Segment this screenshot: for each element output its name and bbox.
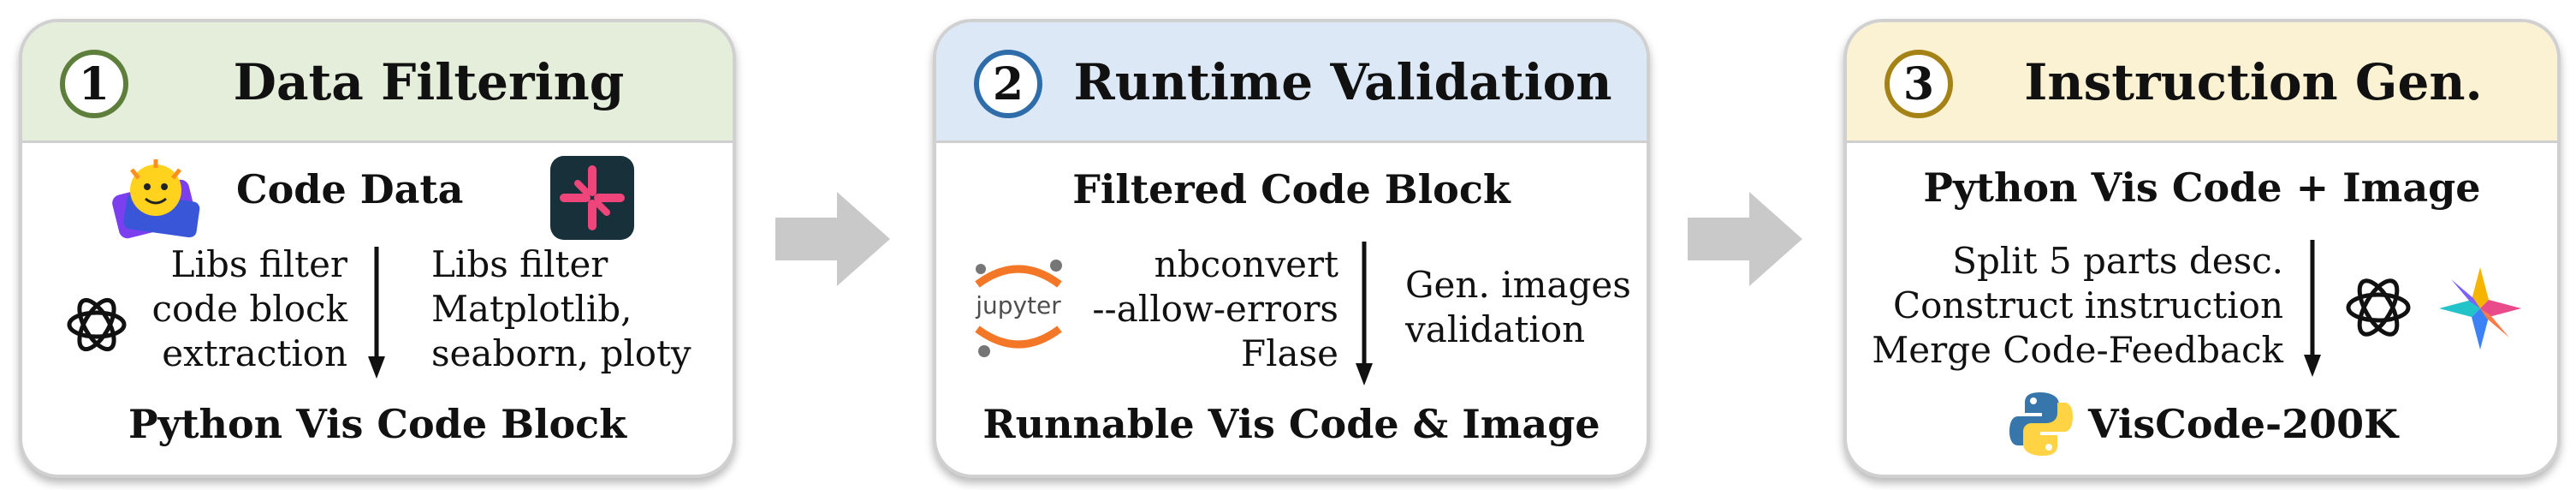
python-vis-code-image-label: Python Vis Code + Image: [1923, 164, 2481, 211]
down-arrow: [368, 247, 385, 379]
panel-data-filtering: 1 Data Filtering Code Data Libs filter c…: [19, 19, 736, 478]
step-number: 3: [1902, 57, 1935, 111]
panel-title: Data Filtering: [233, 53, 625, 111]
left-text-line: code block: [151, 288, 347, 330]
panel-title: Instruction Gen.: [2024, 53, 2483, 111]
viscode-200k-label: VisCode-200K: [2088, 401, 2399, 447]
panel-runtime-validation: 2 Runtime Validation Filtered Code Block…: [933, 19, 1650, 478]
jupyter-wordmark: jupyter: [976, 291, 1061, 320]
step-number: 2: [992, 57, 1024, 111]
right-text-line: Libs filter: [431, 243, 608, 285]
right-text-line: seaborn, ploty: [431, 332, 691, 374]
step-number-badge: 1: [60, 50, 128, 118]
openai-logo-icon: [2346, 278, 2411, 337]
step-number-badge: 2: [974, 50, 1042, 118]
left-text-line: Split 5 parts desc.: [1952, 240, 2283, 282]
left-text-line: Construct instruction: [1893, 284, 2283, 326]
step-arrow: [775, 192, 890, 286]
python-logo-icon: [2009, 392, 2073, 456]
filtered-code-block-label: Filtered Code Block: [1072, 166, 1511, 212]
huggingface-logo-icon: [112, 159, 200, 239]
down-arrow: [2304, 240, 2321, 377]
left-text-line: Flase: [1240, 332, 1338, 374]
left-text-line: nbconvert: [1154, 243, 1338, 285]
code-data-label: Code Data: [236, 166, 464, 212]
openai-logo-icon: [67, 297, 127, 352]
step-number-badge: 3: [1885, 50, 1953, 118]
panel-header: 3 Instruction Gen.: [1847, 22, 2557, 143]
python-vis-code-block-label: Python Vis Code Block: [128, 401, 627, 447]
jupyter-logo-icon: jupyter: [967, 247, 1070, 367]
panel-header: 1 Data Filtering: [22, 22, 733, 143]
panel-instruction-gen: 3 Instruction Gen. Python Vis Code + Ima…: [1843, 19, 2561, 478]
panel-header: 2 Runtime Validation: [936, 22, 1647, 143]
dataset-logo-icon: [550, 156, 634, 240]
step-number: 1: [78, 57, 110, 111]
left-text-line: extraction: [162, 332, 347, 374]
left-text-line: Merge Code-Feedback: [1872, 329, 2283, 371]
left-text-line: Libs filter: [170, 243, 347, 285]
star-logo-icon: [2439, 267, 2521, 350]
step-arrow: [1688, 192, 1802, 286]
panel-title: Runtime Validation: [1073, 53, 1612, 111]
right-text-line: Matplotlib,: [431, 288, 632, 330]
down-arrow: [1356, 242, 1373, 385]
runnable-vis-code-label: Runnable Vis Code & Image: [982, 401, 1600, 447]
right-text-line: Gen. images: [1405, 264, 1631, 306]
left-text-line: --allow-errors: [1092, 288, 1338, 330]
right-text-line: validation: [1405, 308, 1586, 350]
